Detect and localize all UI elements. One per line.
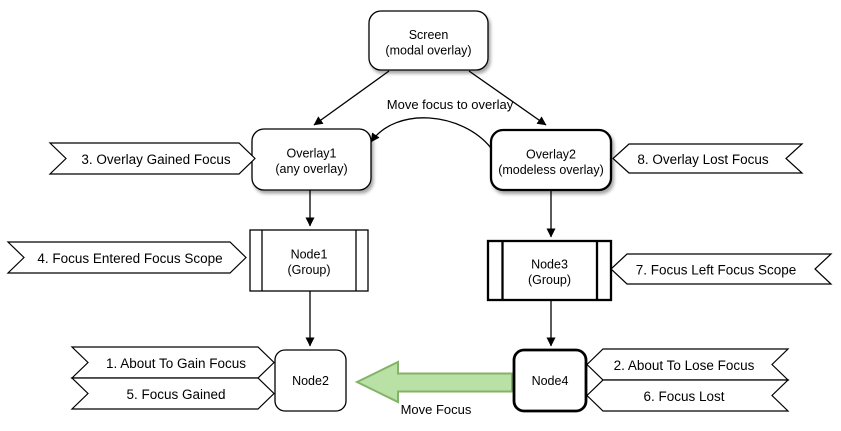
node4-node: Node4 [512,348,588,413]
node1-title: Node1 [291,248,328,262]
overlay1-subtitle: (any overlay) [275,162,347,176]
node3-title: Node3 [531,258,568,272]
edges: Move focus to overlay [305,70,556,347]
event-banner-3: 3. Overlay Gained Focus [48,142,256,175]
node2-title: Node2 [292,374,329,388]
overlay2-title: Overlay2 [526,148,576,162]
event-banner-4-shape [6,241,247,274]
event-banner-3-shape [48,142,256,175]
move-focus-arrow: Move Focus [354,360,513,417]
overlay1-node: Overlay1 (any overlay) [251,128,372,191]
overlay2-box [489,128,613,192]
overlay2-node: Overlay2 (modeless overlay) [489,128,613,192]
edge-label-move-focus-to-overlay: Move focus to overlay [387,97,514,112]
event-banner-6-shape [586,379,790,412]
event-banner-4: 4. Focus Entered Focus Scope [6,241,247,274]
event-banner-7: 7. Focus Left Focus Scope [610,253,833,285]
node4-box [512,348,588,413]
event-banner-1: 1. About To Gain Focus [70,346,275,379]
event-banner-5-label: 5. Focus Gained [126,387,225,402]
event-banner-7-label: 7. Focus Left Focus Scope [636,263,797,278]
edge-screen-to-overlay2 [468,70,547,126]
event-banner-8: 8. Overlay Lost Focus [612,143,804,174]
event-banner-5: 5. Focus Gained [70,377,275,410]
edge-overlay2-to-overlay1-curve [370,117,492,149]
event-banner-1-label: 1. About To Gain Focus [106,356,246,371]
screen-title: Screen [409,28,449,42]
event-banner-7-shape [610,253,833,285]
event-banner-6-label: 6. Focus Lost [643,389,724,404]
event-banner-2-label: 2. About To Lose Focus [614,358,755,373]
edge-screen-to-overlay1 [313,70,390,126]
event-banner-8-shape [612,143,804,174]
node3-group: Node3 (Group) [486,239,613,302]
screen-node: Screen (modal overlay) [368,10,489,71]
screen-box [368,10,489,71]
node1-group: Node1 (Group) [249,229,369,292]
screen-subtitle: (modal overlay) [385,44,471,58]
node1-subtitle: (Group) [287,263,330,277]
node3-box [486,239,613,302]
event-banner-6: 6. Focus Lost [586,379,790,412]
overlay1-title: Overlay1 [286,147,336,161]
edge-label-move-focus: Move Focus [401,402,472,417]
overlay2-subtitle: (modeless overlay) [498,163,604,177]
green-arrow-icon [354,360,513,404]
event-banner-3-label: 3. Overlay Gained Focus [81,152,231,167]
node3-subtitle: (Group) [528,273,571,287]
node4-title: Node4 [532,374,569,388]
event-banner-4-label: 4. Focus Entered Focus Scope [37,251,222,266]
node2-box [274,349,347,412]
event-banner-8-label: 8. Overlay Lost Focus [637,152,769,167]
event-banner-5-shape [70,377,275,410]
event-banner-2: 2. About To Lose Focus [586,348,790,381]
node1-box [249,229,369,292]
node2-node: Node2 [274,349,347,412]
